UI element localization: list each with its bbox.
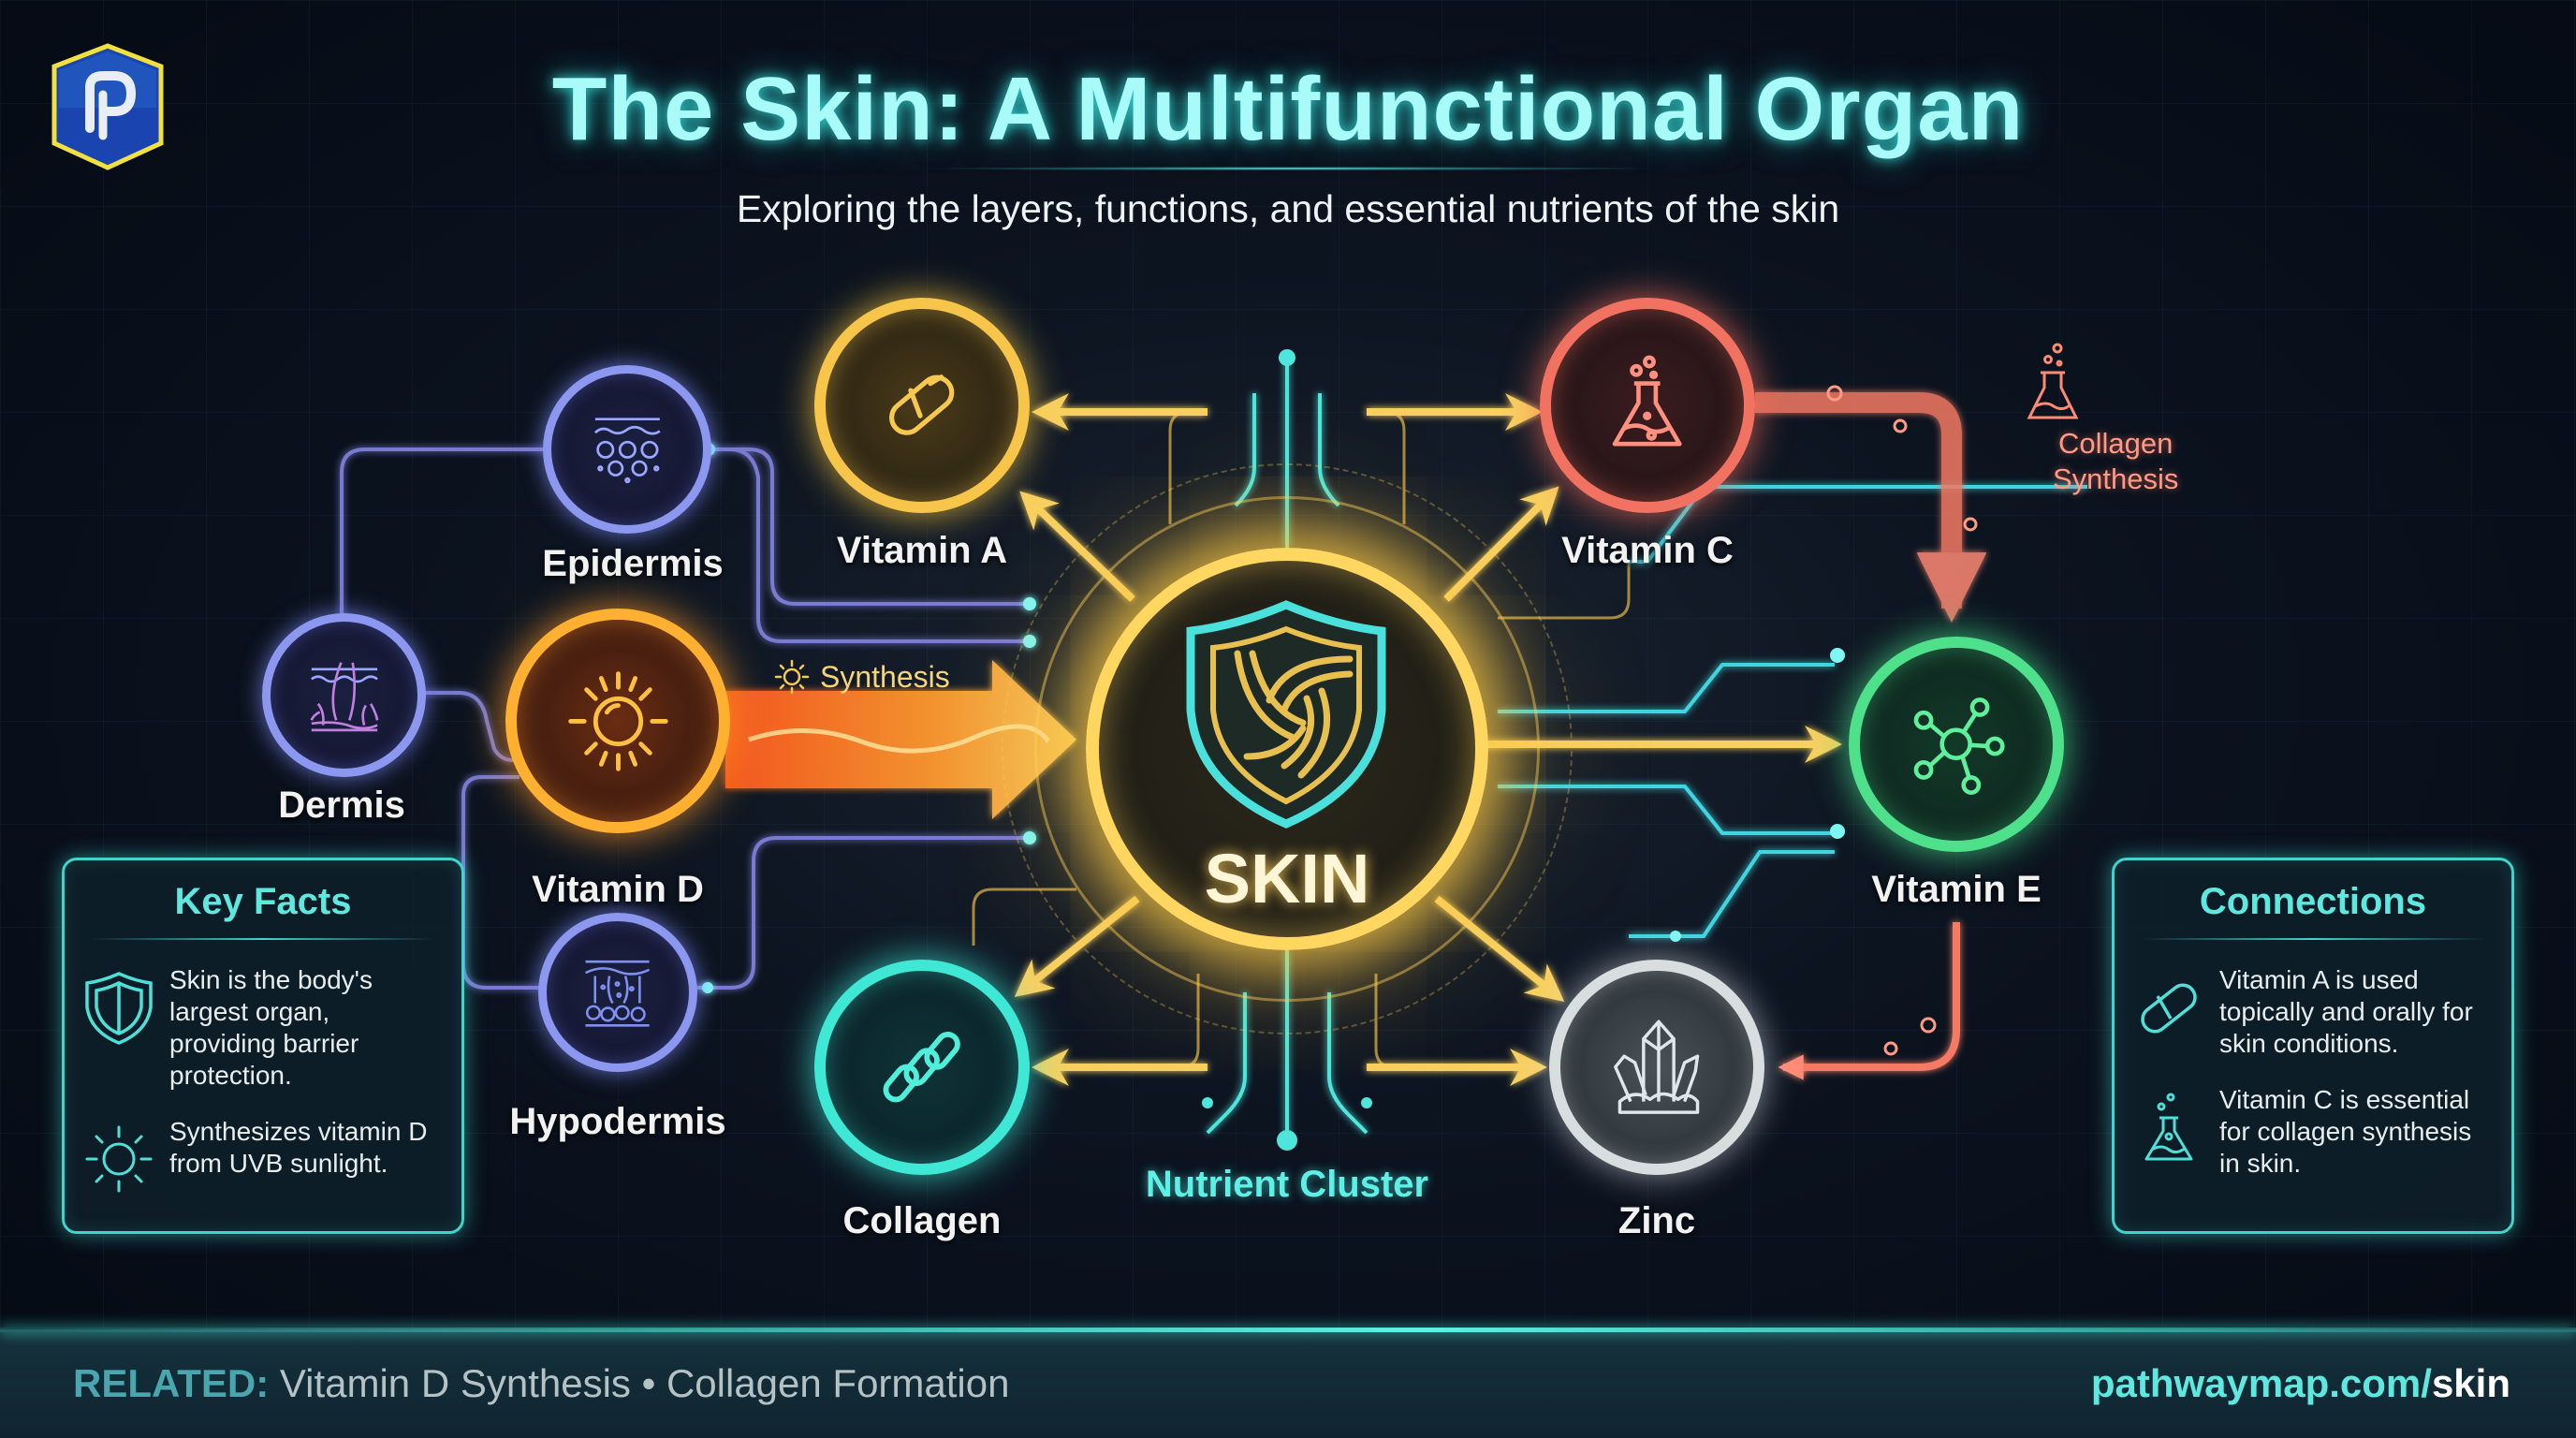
- hypodermis-node[interactable]: [538, 913, 697, 1072]
- url-path: skin: [2431, 1361, 2510, 1405]
- site-url-link[interactable]: pathwaymap.com/skin: [2091, 1361, 2510, 1406]
- url-domain: pathwaymap.com/: [2090, 1361, 2432, 1405]
- sun-icon: [774, 659, 810, 695]
- collagen-synthesis-edge-label: Collagen Synthesis: [2053, 426, 2178, 497]
- collagen-synthesis-line-2: Synthesis: [2053, 462, 2179, 495]
- skin-ring: [1034, 496, 1540, 1002]
- nutrient-cluster-label: Nutrient Cluster: [1145, 1164, 1429, 1205]
- title-underline-glow: [917, 167, 1666, 170]
- skin-label: SKIN: [1204, 840, 1370, 917]
- connections-title: Connections: [2199, 881, 2427, 922]
- epidermis-label: Epidermis: [542, 543, 724, 584]
- footer-bar: [0, 1329, 2576, 1438]
- dermis-label: Dermis: [278, 785, 405, 826]
- key-fact-item: Synthesizes vitamin D from UVB sunlight.: [83, 1116, 443, 1196]
- crystal-icon: [1614, 1020, 1700, 1115]
- synthesis-edge-label: Synthesis: [773, 658, 950, 696]
- flask-icon: [2027, 343, 2079, 419]
- vitamin-a-node[interactable]: [814, 298, 1030, 513]
- hypodermis-label: Hypodermis: [509, 1101, 726, 1142]
- connection-text: Vitamin C is essential for collagen synt…: [2219, 1085, 2472, 1178]
- connection-text: Vitamin A is used topically and orally f…: [2219, 965, 2473, 1058]
- capsule-icon: [889, 374, 955, 436]
- vitamin-d-label: Vitamin D: [532, 869, 704, 910]
- skin-outer-ring: [1002, 463, 1573, 1034]
- flask-icon: [1613, 355, 1682, 447]
- collagen-node[interactable]: [814, 960, 1030, 1175]
- molecule-icon: [1914, 697, 2005, 796]
- epidermis-node[interactable]: [543, 365, 711, 534]
- vitamin-e-label: Vitamin E: [1871, 869, 2042, 910]
- vitamin-e-node[interactable]: [1849, 637, 2064, 852]
- sun-icon: [567, 670, 668, 771]
- page-subtitle: Exploring the layers, functions, and ess…: [736, 187, 1840, 230]
- related-links: RELATED: Vitamin D Synthesis • Collagen …: [73, 1361, 1009, 1406]
- collagen-synthesis-line-1: Collagen: [2058, 427, 2174, 460]
- zinc-label: Zinc: [1617, 1200, 1696, 1241]
- key-fact-text: Synthesizes vitamin D from UVB sunlight.: [169, 1117, 428, 1178]
- collagen-label: Collagen: [842, 1200, 1002, 1241]
- connection-item: Vitamin A is used topically and orally f…: [2133, 964, 2493, 1060]
- synthesis-text: Synthesis: [820, 659, 950, 694]
- vitamin-d-node[interactable]: [505, 609, 730, 833]
- dermis-hair-follicle-icon: [310, 661, 378, 731]
- key-facts-panel: Key Facts Skin is the body's largest org…: [62, 858, 464, 1234]
- hypodermis-fat-icon: [585, 961, 651, 1028]
- key-facts-title: Key Facts: [174, 881, 352, 922]
- epidermis-layer-icon: [593, 417, 661, 483]
- flask-icon: [2144, 1093, 2193, 1161]
- connections-panel: Connections Vitamin A is used topically …: [2112, 858, 2514, 1234]
- chain-link-icon: [883, 1032, 961, 1103]
- panel-divider: [2143, 938, 2483, 940]
- connection-item: Vitamin C is essential for collagen synt…: [2133, 1084, 2493, 1180]
- shield-icon: [85, 972, 153, 1045]
- key-fact-text: Skin is the body's largest organ, provid…: [169, 965, 373, 1090]
- vitamin-a-label: Vitamin A: [836, 530, 1008, 571]
- pathwaymap-logo-icon[interactable]: [49, 42, 167, 173]
- related-label: RELATED:: [73, 1361, 270, 1405]
- page-title: The Skin: A Multifunctional Organ: [551, 59, 2025, 159]
- footer-divider: [0, 1328, 2576, 1332]
- panel-divider: [93, 938, 433, 940]
- shield-icon: [1186, 600, 1386, 829]
- key-fact-item: Skin is the body's largest organ, provid…: [83, 964, 443, 1092]
- dermis-node[interactable]: [262, 613, 426, 777]
- zinc-node[interactable]: [1549, 960, 1764, 1175]
- vitamin-c-node[interactable]: [1540, 298, 1755, 513]
- capsule-icon: [2141, 983, 2197, 1034]
- sun-icon: [85, 1125, 153, 1193]
- related-items[interactable]: Vitamin D Synthesis • Collagen Formation: [279, 1361, 1010, 1405]
- vitamin-c-label: Vitamin C: [1561, 530, 1734, 571]
